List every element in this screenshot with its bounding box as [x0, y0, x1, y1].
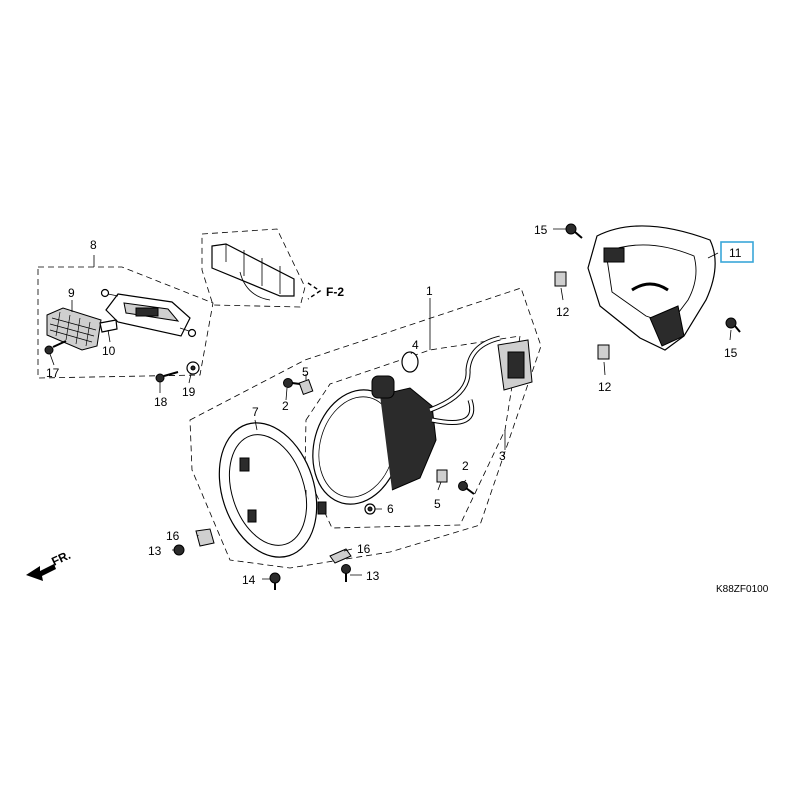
label-16-bottom: 16: [357, 542, 371, 556]
label-6: 6: [387, 502, 394, 516]
bolt-14: [269, 572, 281, 590]
nut-12-top: [554, 271, 567, 287]
label-12-top: 12: [556, 305, 570, 319]
headlight-case: [587, 225, 716, 351]
label-10: 10: [102, 344, 116, 358]
label-13-left: 13: [148, 544, 162, 558]
group-outline-f2: [201, 228, 306, 308]
label-16-left: 16: [166, 529, 180, 543]
headlight-unit: [312, 335, 533, 505]
label-1: 1: [426, 284, 433, 298]
label-2-left: 2: [282, 399, 289, 413]
bracket-clip: [99, 319, 118, 333]
label-14: 14: [242, 573, 256, 587]
f2-reference-bracket: [211, 243, 295, 301]
ref-label-f2: F-2: [326, 285, 344, 299]
nut-5-left: [298, 379, 314, 395]
label-7: 7: [252, 405, 259, 419]
license-light-reflector: [46, 307, 102, 351]
nut-12-bottom: [597, 344, 610, 360]
highlight-box-11: [720, 241, 754, 263]
bolt-15-right: [725, 317, 741, 333]
screw-17: [44, 340, 67, 355]
label-13-bottom: 13: [366, 569, 380, 583]
label-11: 11: [729, 246, 742, 260]
label-8: 8: [90, 238, 97, 252]
label-9: 9: [68, 286, 75, 300]
washer-19: [186, 361, 200, 375]
screw-2-right: [458, 481, 475, 495]
clip-16-left: [195, 528, 215, 547]
label-18: 18: [154, 395, 168, 409]
clip-16-bottom: [329, 548, 352, 564]
label-3: 3: [499, 449, 506, 463]
license-light-bracket: [100, 288, 197, 338]
bolt-13-left: [173, 544, 185, 556]
label-4: 4: [412, 338, 419, 352]
front-arrow-icon: [26, 564, 56, 581]
headlight-rim: [218, 422, 327, 558]
label-19: 19: [182, 385, 196, 399]
label-15-top: 15: [534, 223, 548, 237]
label-2-right: 2: [462, 459, 469, 473]
f2-arrow: [307, 282, 322, 300]
label-5-left: 5: [302, 365, 309, 379]
front-label: FR.: [49, 548, 72, 569]
screw-18: [155, 371, 179, 383]
nut-5-right: [436, 469, 448, 483]
screw-2-left: [283, 378, 301, 388]
bolt-13-bottom: [341, 564, 351, 582]
diagram-code: K88ZF0100: [716, 584, 769, 595]
label-17: 17: [46, 366, 60, 380]
label-12-bottom: 12: [598, 380, 612, 394]
nut-6: [364, 503, 376, 515]
group-outline-1: [189, 287, 542, 569]
label-5-right: 5: [434, 497, 441, 511]
bolt-15-top: [565, 223, 583, 239]
group-outline-8: [37, 266, 214, 379]
leader-lines: [49, 228, 732, 580]
label-15-right: 15: [724, 346, 738, 360]
grommet-4: [401, 351, 419, 373]
